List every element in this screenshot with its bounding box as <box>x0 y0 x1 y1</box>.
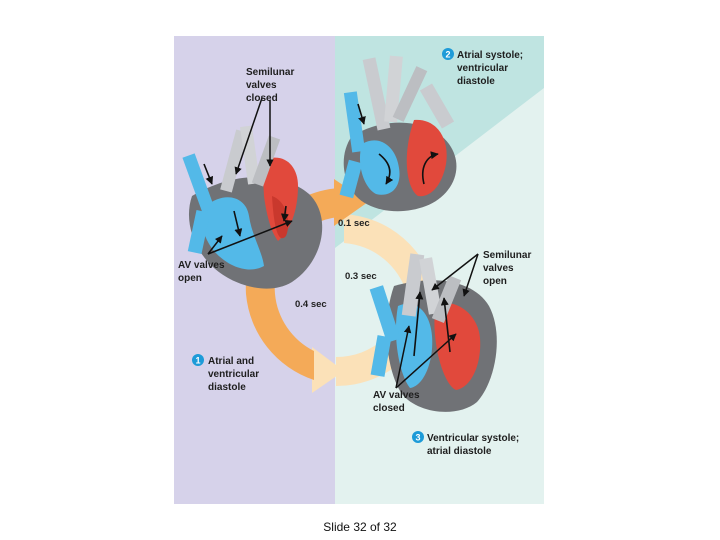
av-open-label-line-2: open <box>178 273 202 284</box>
phase-1-label-line-2: ventricular <box>208 369 259 380</box>
phase-1-label-line-1: Atrial and <box>208 356 254 367</box>
time-label-0-1-sec: 0.1 sec <box>338 218 370 229</box>
phase-3-label-line-1: Ventricular systole; <box>427 433 519 444</box>
phase-1-number: 1 <box>195 356 200 366</box>
semilunar-closed-label-line-1: Semilunar <box>246 67 294 78</box>
semilunar-closed-label-line-2: valves <box>246 80 277 91</box>
time-label-0-4-sec: 0.4 sec <box>295 299 327 310</box>
phase-2-label-line-1: Atrial systole; <box>457 50 523 61</box>
phase-2-badge <box>442 48 454 60</box>
phase-1-label-line-3: diastole <box>208 382 246 393</box>
semilunar-open-label-line-3: open <box>483 276 507 287</box>
phase-2-number: 2 <box>445 50 450 60</box>
heart-atrial-systole <box>339 55 457 212</box>
phase-2-label-line-3: diastole <box>457 76 495 87</box>
av-closed-label-line-1: AV valves <box>373 390 420 401</box>
flow-arrows <box>203 103 451 357</box>
phase-3-label-line-2: atrial diastole <box>427 446 492 457</box>
slide-counter: Slide 32 of 32 <box>323 520 397 534</box>
heart-diastole <box>182 125 323 289</box>
time-label-0-3-sec: 0.3 sec <box>345 271 377 282</box>
semilunar-open-label-line-1: Semilunar <box>483 250 531 261</box>
semilunar-closed-label-line-3: closed <box>246 93 278 104</box>
label-pointer-lines <box>207 97 479 389</box>
phase-3-badge <box>412 431 424 443</box>
ring-arrowhead-lower <box>312 347 344 393</box>
ring-segment-left <box>246 294 314 380</box>
semilunar-open-label-line-2: valves <box>483 263 514 274</box>
av-open-label-line-1: AV valves <box>178 260 225 271</box>
phase-1-badge <box>192 354 204 366</box>
cardiac-cycle-figure: 1 2 3 Atrial and ventricular diastole At… <box>174 36 544 504</box>
phase-3-number: 3 <box>415 433 420 443</box>
av-closed-label-line-2: closed <box>373 403 405 414</box>
phase-2-label-line-2: ventricular <box>457 63 508 74</box>
